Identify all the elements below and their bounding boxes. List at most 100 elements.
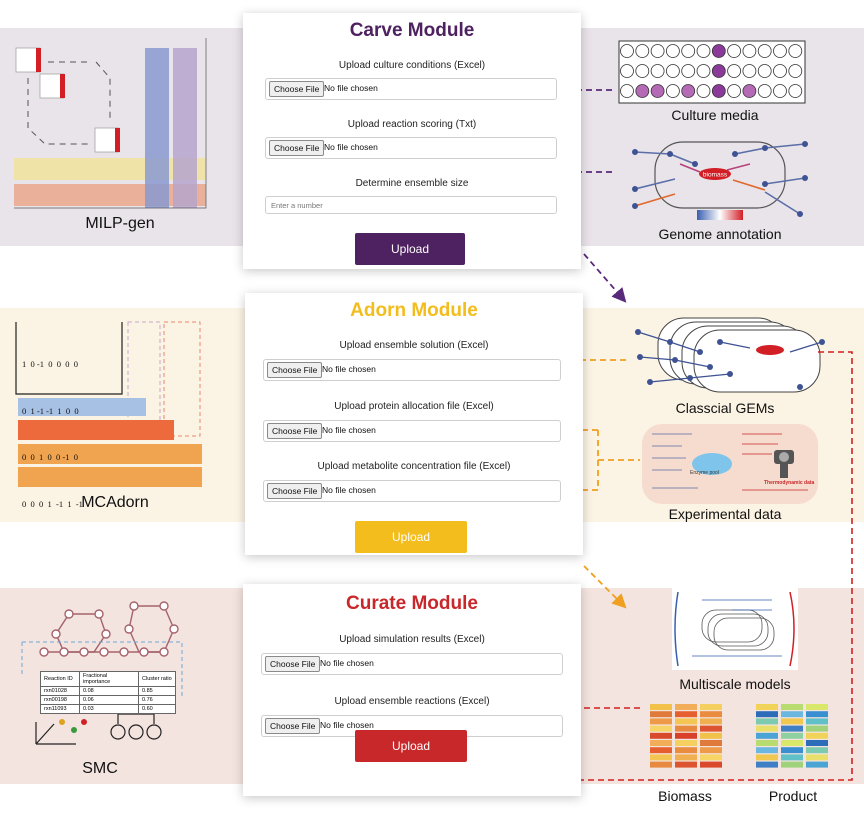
file-status: No file chosen [322, 425, 376, 435]
biomass-node-label: biomass [703, 172, 728, 179]
biomass-label: Biomass [658, 788, 712, 804]
heatmap-cell [781, 740, 803, 746]
ensemble-solution-file-input[interactable]: Choose File No file chosen [263, 359, 561, 381]
heatmap-cell [650, 704, 672, 710]
well [635, 84, 650, 98]
heatmap-cell [756, 761, 778, 768]
carve-module-card: Carve Module Upload culture conditions (… [243, 13, 581, 269]
file-status: No file chosen [320, 658, 374, 668]
well [696, 44, 711, 58]
heatmap-cell [675, 732, 697, 739]
choose-file-button[interactable]: Choose File [267, 483, 323, 499]
protein-allocation-label: Upload protein allocation file (Excel) [334, 401, 494, 412]
well [635, 44, 650, 58]
heatmap-cell [806, 754, 828, 761]
heatmap-cell [700, 711, 722, 718]
metabolite-concentration-file-input[interactable]: Choose File No file chosen [263, 480, 561, 502]
heatmap-cell [700, 754, 722, 761]
culture-media-label: Culture media [671, 107, 759, 123]
simulation-results-file-input[interactable]: Choose File No file chosen [261, 653, 563, 675]
metabolite-concentration-label: Upload metabolite concentration file (Ex… [317, 461, 511, 472]
heatmap-cell [675, 725, 697, 732]
heatmap-cell [650, 711, 672, 718]
heatmap-cell [650, 732, 672, 739]
well [788, 84, 803, 98]
matrix-row: 1 0 -1 0 0 0 0 [22, 359, 78, 369]
mcadorn-illustration [15, 321, 202, 487]
smc-table: Reaction ID Fractional importance Cluste… [40, 671, 176, 714]
heatmap-cell [806, 732, 828, 739]
well [711, 44, 726, 58]
heatmap-cell [700, 725, 722, 732]
multiscale-models-panel [672, 588, 798, 670]
heatmap-cell [806, 711, 828, 718]
reaction-scoring-file-input[interactable]: Choose File No file chosen [265, 137, 557, 159]
heatmap-cell [781, 711, 803, 718]
choose-file-button[interactable]: Choose File [265, 718, 321, 734]
heatmap-cell [700, 704, 722, 710]
mcadorn-label: MCAdorn [81, 494, 149, 511]
ensemble-size-input[interactable]: Enter a number [265, 196, 557, 214]
well [681, 64, 696, 78]
matrix-row: 0 0 1 0 0 -1 0 [22, 452, 78, 462]
well [666, 84, 680, 98]
heatmap-cell [756, 718, 778, 725]
heatmap-cell [650, 761, 672, 768]
heatmap-cell [650, 740, 672, 746]
well [620, 84, 634, 98]
well [650, 44, 665, 58]
table-header-row: Reaction ID Fractional importance Cluste… [40, 671, 176, 687]
simulation-results-label: Upload simulation results (Excel) [339, 634, 485, 645]
adorn-module-card: Adorn Module Upload ensemble solution (E… [245, 293, 583, 555]
matrix-row: 0 0 0 1 -1 1 -1 [22, 498, 83, 509]
carve-upload-button[interactable]: Upload [355, 233, 465, 265]
ensemble-reactions-file-input[interactable]: Choose File No file chosen [261, 715, 563, 737]
well [711, 64, 726, 78]
choose-file-button[interactable]: Choose File [267, 423, 323, 439]
heatmap-cell [806, 740, 828, 746]
well [666, 64, 680, 78]
genome-annotation-network: biomass [632, 141, 808, 217]
well [727, 64, 741, 78]
heatmap-cell [806, 704, 828, 710]
choose-file-button[interactable]: Choose File [269, 140, 325, 156]
well [773, 44, 787, 58]
well [696, 64, 711, 78]
choose-file-button[interactable]: Choose File [265, 656, 321, 672]
biomass-heatmap [650, 704, 722, 768]
choose-file-button[interactable]: Choose File [267, 362, 323, 378]
culture-conditions-file-input[interactable]: Choose File No file chosen [265, 78, 557, 100]
file-status: No file chosen [324, 83, 378, 93]
well [788, 44, 803, 58]
arrow-carve-to-gems [583, 253, 627, 303]
expression-colorbar [697, 210, 743, 220]
experimental-data-panel [642, 424, 818, 504]
well [757, 64, 772, 78]
heatmap-cell [675, 740, 697, 746]
heatmap-cell [756, 725, 778, 732]
milp-gen-label: MILP-gen [85, 215, 155, 232]
well [742, 64, 757, 78]
well [681, 84, 696, 98]
reaction-scoring-label: Upload reaction scoring (Txt) [347, 119, 477, 130]
heatmap-cell [675, 704, 697, 710]
product-heatmap [756, 704, 828, 768]
adorn-upload-button[interactable]: Upload [355, 521, 467, 553]
protein-allocation-file-input[interactable]: Choose File No file chosen [263, 420, 561, 442]
heatmap-cell [806, 761, 828, 768]
culture-media-plate [618, 40, 806, 104]
heatmap-cell [781, 704, 803, 710]
heatmap-cell [781, 747, 803, 754]
choose-file-button[interactable]: Choose File [269, 81, 325, 97]
well [773, 84, 787, 98]
curate-upload-button[interactable]: Upload [355, 730, 467, 762]
heatmap-cell [756, 740, 778, 746]
classical-gems-network [635, 317, 825, 393]
well [727, 84, 741, 98]
heatmap-cell [756, 747, 778, 754]
ensemble-solution-label: Upload ensemble solution (Excel) [339, 340, 489, 351]
heatmap-cell [756, 704, 778, 710]
table-cell: 0.60 [138, 704, 176, 714]
table-row: rxn11093 0.03 0.60 [40, 704, 176, 714]
heatmap-cell [650, 747, 672, 754]
